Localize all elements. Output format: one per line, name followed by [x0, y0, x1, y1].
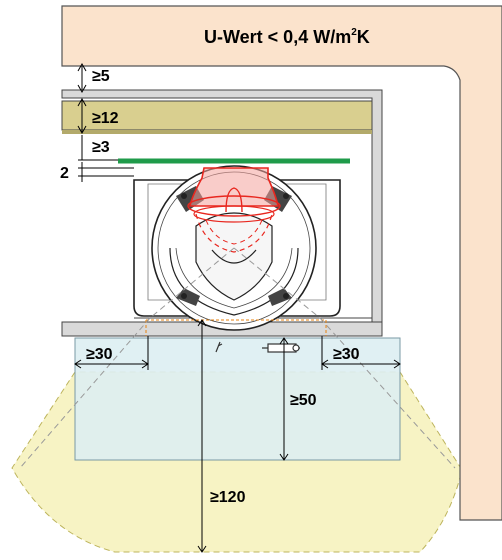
dimension-front-right	[321, 336, 401, 370]
dimension-side-gap	[78, 162, 134, 182]
dimension-radiation	[197, 319, 207, 553]
dimension-board	[77, 97, 87, 135]
dimension-insulation-gap	[78, 135, 118, 161]
dim-board-label: ≥12	[92, 110, 119, 127]
dim-radiation-label: ≥120	[210, 489, 246, 506]
flue-outlet	[187, 167, 281, 253]
u-value-label: U-Wert < 0,4 W/m2K	[204, 27, 370, 47]
dimension-top-gap	[77, 62, 87, 94]
dim-front-depth-label: ≥50	[290, 392, 317, 409]
floor-symbols	[215, 341, 300, 353]
floor-edge-detail	[145, 319, 327, 336]
dim-insulation-label: ≥3	[92, 139, 110, 156]
top-board	[61, 100, 373, 131]
dim-top-gap-label: ≥5	[92, 68, 110, 85]
radiation-lines	[19, 247, 456, 469]
dimension-front-left	[74, 336, 149, 370]
dim-side-label: 2	[60, 165, 69, 182]
wall	[61, 5, 502, 521]
dim-front-left-label: ≥30	[86, 346, 113, 363]
dimension-front-depth	[279, 337, 289, 461]
dim-front-right-label: ≥30	[333, 346, 360, 363]
hearth-plate	[74, 337, 401, 461]
